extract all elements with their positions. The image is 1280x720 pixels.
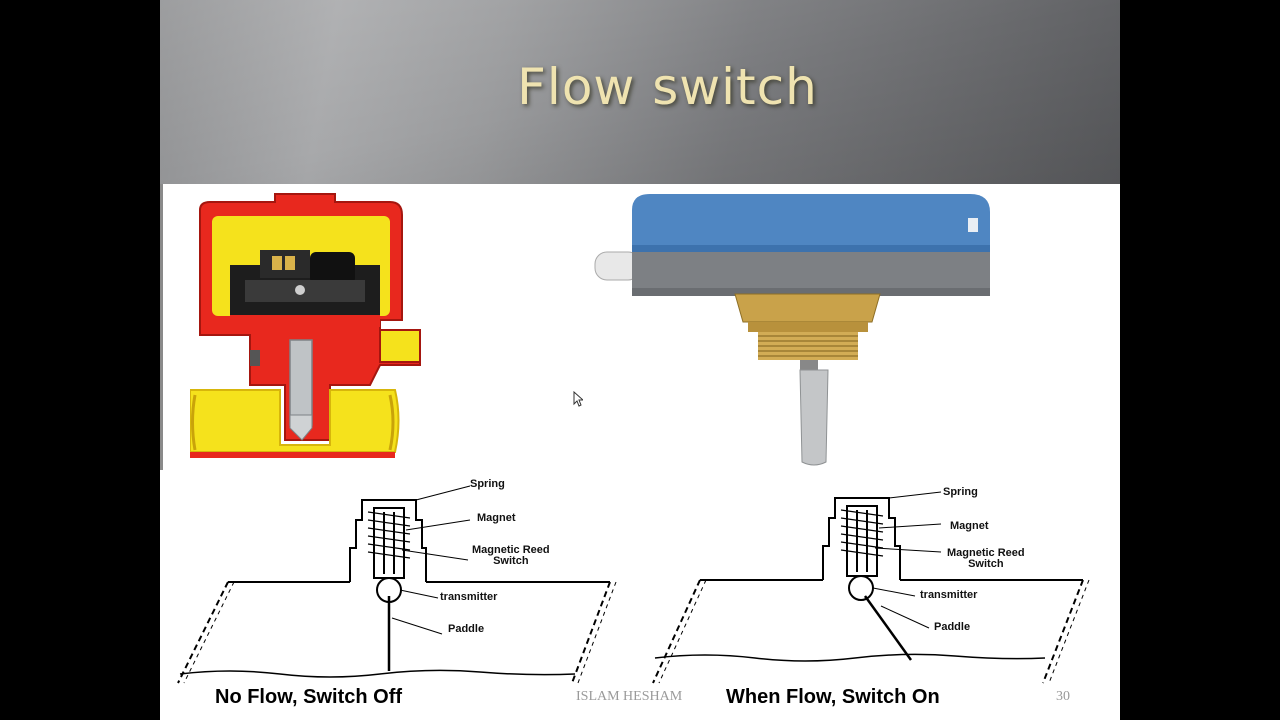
flow-switch-product-photo bbox=[590, 190, 990, 470]
label-reed-switch-on: Magnetic Reed Switch bbox=[947, 548, 1025, 570]
label-spring-off: Spring bbox=[470, 479, 505, 490]
caption-no-flow: No Flow, Switch Off bbox=[215, 686, 402, 709]
diagram-flow bbox=[645, 478, 1105, 688]
slide-title: Flow switch bbox=[160, 58, 1120, 116]
flow-switch-cutaway-photo bbox=[190, 190, 430, 465]
label-spring-on: Spring bbox=[943, 487, 978, 498]
slide: Flow switch bbox=[160, 0, 1120, 720]
caption-flow: When Flow, Switch On bbox=[726, 686, 940, 709]
page-number: 30 bbox=[1056, 689, 1070, 705]
diagram-no-flow bbox=[170, 478, 630, 688]
label-paddle-on: Paddle bbox=[934, 622, 970, 633]
title-band: Flow switch bbox=[160, 0, 1120, 184]
label-magnet-off: Magnet bbox=[477, 513, 516, 524]
footer-author: ISLAM HESHAM bbox=[576, 689, 682, 705]
label-paddle-off: Paddle bbox=[448, 624, 484, 635]
label-transmitter-on: transmitter bbox=[920, 590, 977, 601]
left-divider bbox=[160, 184, 163, 470]
cursor-arrow-icon bbox=[573, 391, 583, 407]
label-reed-switch-off: Magnetic Reed Switch bbox=[472, 545, 550, 567]
label-transmitter-off: transmitter bbox=[440, 592, 497, 603]
label-magnet-on: Magnet bbox=[950, 521, 989, 532]
